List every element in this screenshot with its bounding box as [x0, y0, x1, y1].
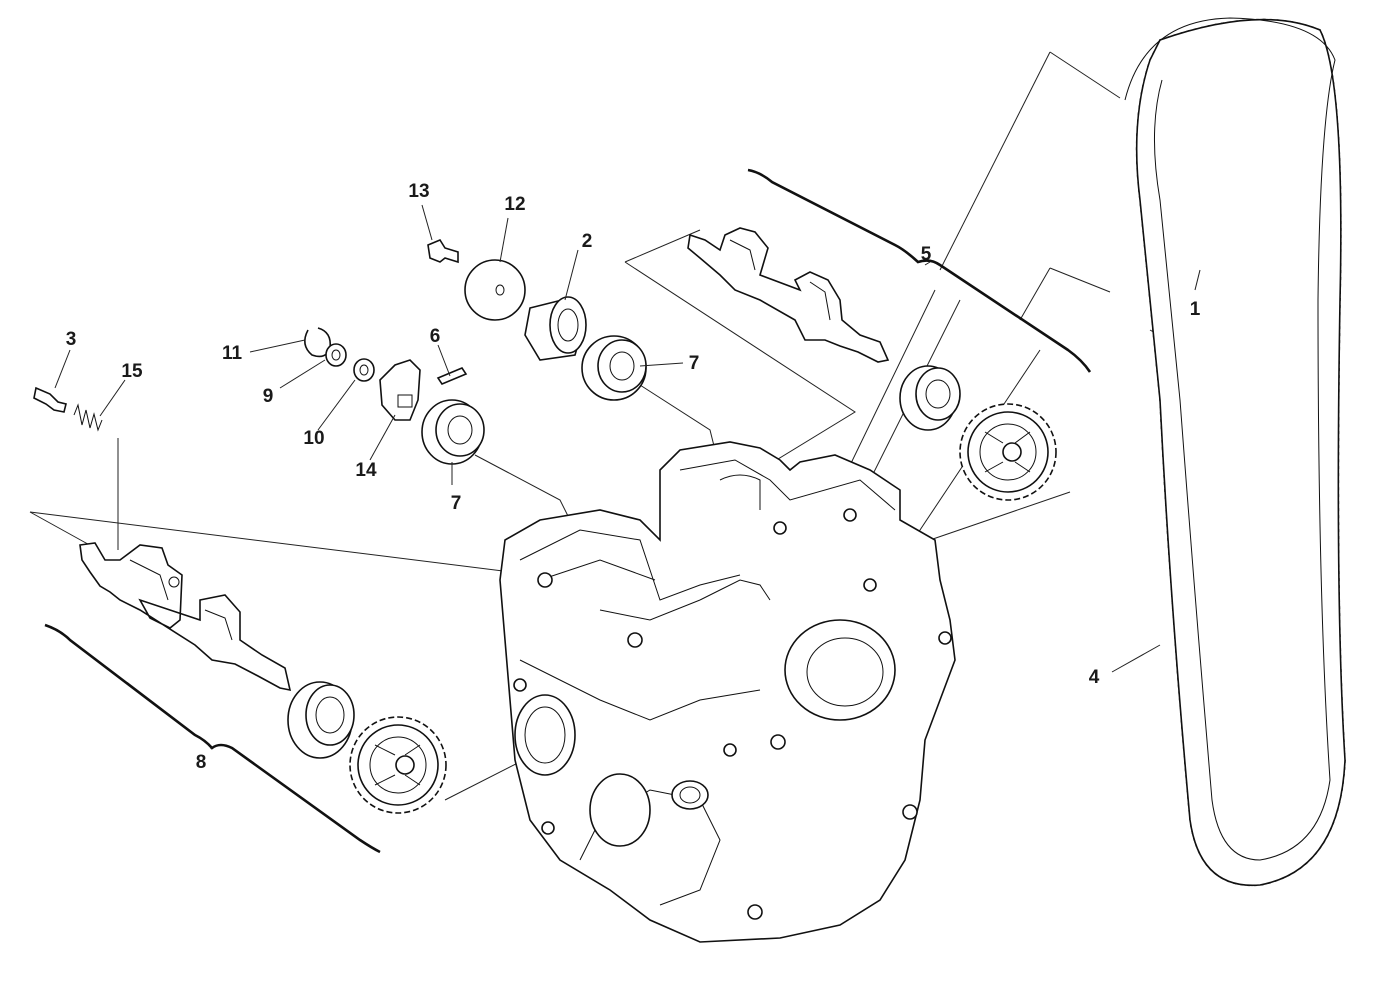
washer-12	[464, 259, 526, 321]
callout-13: 13	[408, 181, 429, 202]
camshaft-left	[79, 542, 292, 692]
camshaft-upper	[687, 227, 890, 363]
bearing-left	[287, 681, 355, 759]
spacer-2	[524, 296, 587, 361]
sprocket-upper	[959, 403, 1057, 501]
pin-6	[436, 367, 468, 385]
callout-2: 2	[582, 231, 593, 252]
bracket-group-5	[747, 168, 1092, 373]
bearing-7-upper	[581, 335, 647, 401]
callout-leaders	[54, 204, 1201, 749]
timing-chain-4	[1124, 17, 1346, 887]
cylinder-head	[499, 441, 956, 943]
callout-15: 15	[121, 361, 143, 382]
circlip-11	[304, 327, 332, 358]
sprocket-left	[349, 716, 447, 814]
bolt-13	[427, 239, 459, 264]
callout-11: 11	[222, 343, 243, 364]
spring-15	[73, 403, 103, 432]
decompressor-14	[379, 359, 421, 421]
callout-7-upper: 7	[689, 353, 700, 374]
callout-3: 3	[66, 329, 77, 350]
bearing-upper	[899, 365, 961, 431]
washer-10	[353, 358, 375, 382]
callout-4: 4	[1089, 667, 1100, 688]
callout-12: 12	[504, 194, 525, 215]
callout-6: 6	[430, 326, 441, 347]
callout-8: 8	[196, 752, 207, 773]
callout-10: 10	[303, 428, 324, 449]
screw-3	[33, 386, 67, 413]
washer-9	[325, 343, 347, 367]
callout-1: 1	[1190, 299, 1201, 320]
callout-5: 5	[921, 244, 932, 265]
callout-9: 9	[263, 386, 274, 407]
callout-14: 14	[355, 460, 377, 481]
bearing-7-lower	[421, 399, 485, 465]
callout-7-lower: 7	[451, 493, 462, 514]
